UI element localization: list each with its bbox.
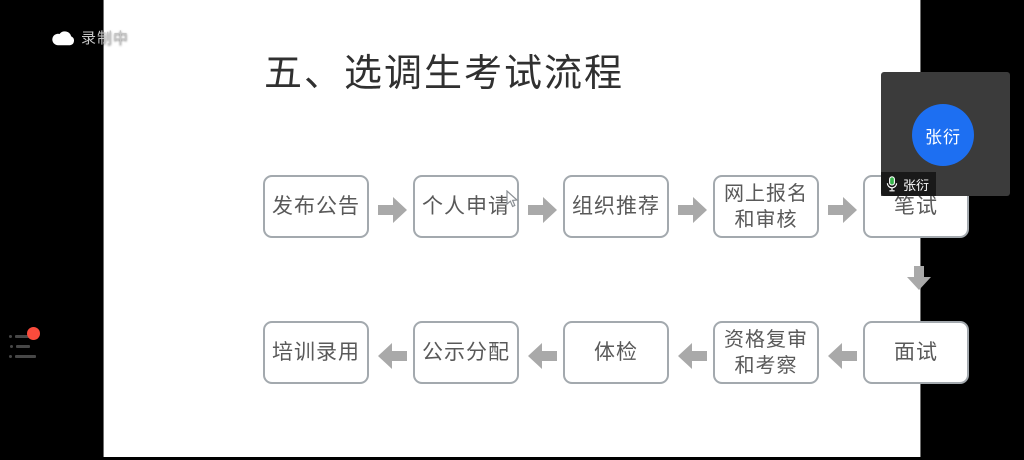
mic-icon [886,176,898,192]
arrow-right-icon [828,197,857,223]
arrow-right-icon [678,197,707,223]
recording-label: 录制中 [81,30,130,47]
slide-title: 五、选调生考试流程 [264,53,625,95]
arrow-left-icon [678,343,707,369]
flow-step-publish-announcement: 发布公告 [263,175,369,238]
list-line [15,355,36,358]
avatar-initials: 张衍 [925,127,961,147]
recording-indicator[interactable]: 录制中 [52,27,129,48]
arrow-down-icon [907,266,931,290]
list-bullet [9,335,12,338]
list-bullet [10,345,13,348]
list-line [15,335,32,338]
list-bullet [9,355,12,358]
list-line [16,345,30,348]
list-annotation-icon[interactable] [8,327,44,362]
flow-step-personal-application: 个人申请 [413,175,519,238]
flow-step-training-hiring: 培训录用 [263,321,369,384]
arrow-right-icon [378,197,407,223]
arrow-left-icon [378,343,407,369]
participant-name: 张衍 [903,177,930,193]
arrow-right-icon [528,197,557,223]
flow-step-physical-exam: 体检 [563,321,669,384]
arrow-left-icon [828,343,857,369]
flow-step-interview: 面试 [863,321,969,384]
flow-step-public-assignment: 公示分配 [413,321,519,384]
cloud-icon [52,30,75,45]
flow-step-org-recommendation: 组织推荐 [563,175,669,238]
avatar: 张衍 [912,104,974,166]
participant-tile[interactable]: 张衍 张衍 [881,72,1010,196]
participant-name-bar: 张衍 [881,172,937,196]
arrow-left-icon [528,343,557,369]
flow-step-qualification-review: 资格复审 和考察 [713,321,819,384]
notification-badge [27,327,40,340]
presentation-slide: 五、选调生考试流程 发布公告 个人申请 组织推荐 网上报名 和审核 笔试 [103,0,969,457]
flow-step-online-registration: 网上报名 和审核 [713,175,819,238]
mouse-cursor-icon [506,190,519,208]
